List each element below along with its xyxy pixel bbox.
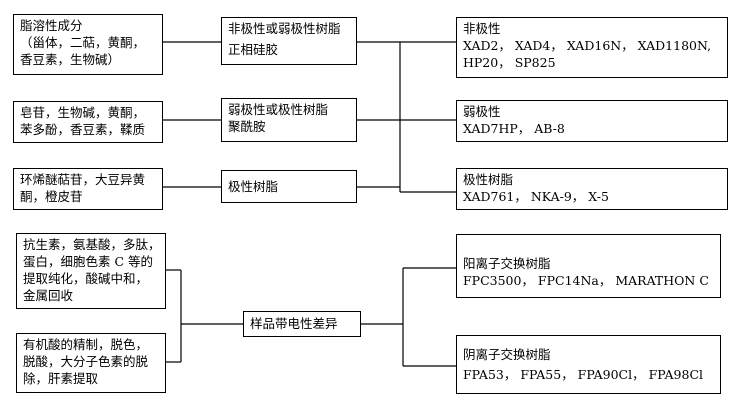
- source-box-saponins: 皂苷，生物碱，黄酮， 苯多酚，香豆素，鞣质: [13, 101, 163, 143]
- method-box-polar-resin: 极性树脂: [221, 170, 357, 203]
- resin-category: 非极性: [463, 21, 501, 36]
- method-text: 非极性或弱极性树脂: [228, 21, 341, 36]
- resin-box-weakpolar: 弱极性 XAD7HP， AB-8: [456, 100, 728, 142]
- method-box-charge-difference: 样品带电性差异: [243, 311, 361, 337]
- source-text: 提取纯化，酸碱中和，: [23, 271, 149, 286]
- resin-box-nonpolar: 非极性 XAD2， XAD4， XAD16N， XAD1180N, HP20， …: [456, 17, 728, 78]
- source-box-lipophilic: 脂溶性成分 （甾体，二萜，黄酮， 香豆素，生物碱）: [13, 14, 163, 75]
- source-text: （甾体，二萜，黄酮，: [20, 35, 146, 50]
- source-text: 环烯醚萜苷，大豆异黄: [20, 172, 146, 187]
- source-text: 香豆素，生物碱）: [20, 52, 121, 67]
- resin-products: HP20， SP825: [463, 55, 556, 70]
- method-text: 样品带电性差异: [250, 316, 338, 331]
- method-text: 聚酰胺: [228, 119, 266, 134]
- source-text: 脂溶性成分: [20, 18, 83, 33]
- resin-box-anion-exchange: 阴离子交换树脂 FPA53， FPA55， FPA90Cl， FPA98Cl: [456, 335, 721, 394]
- source-text: 除，肝素提取: [23, 371, 99, 386]
- resin-category: 阴离子交换树脂: [463, 347, 551, 362]
- source-text: 脱酸，大分子色素的脱: [23, 354, 149, 369]
- source-text: 皂苷，生物碱，黄酮，: [20, 105, 146, 120]
- method-box-weakpolar-resin: 弱极性或极性树脂 聚酰胺: [221, 98, 357, 142]
- resin-box-cation-exchange: 阳离子交换树脂 FPC3500， FPC14Na， MARATHON C: [456, 234, 721, 298]
- resin-products: FPA53， FPA55， FPA90Cl， FPA98Cl: [463, 367, 704, 382]
- method-box-nonpolar-resin: 非极性或弱极性树脂 正相硅胶: [221, 17, 357, 65]
- source-box-iridoid-glycosides: 环烯醚萜苷，大豆异黄 酮，橙皮苷: [13, 168, 163, 210]
- resin-category: 极性树脂: [463, 172, 514, 187]
- resin-box-polar: 极性树脂 XAD761， NKA-9， X-5: [456, 168, 728, 210]
- source-text: 有机酸的精制，脱色，: [23, 337, 149, 352]
- source-text: 酮，橙皮苷: [20, 189, 83, 204]
- resin-products: FPC3500， FPC14Na， MARATHON C: [463, 273, 709, 288]
- source-text: 蛋白，细胞色素 C 等的: [23, 254, 154, 269]
- method-text: 弱极性或极性树脂: [228, 102, 329, 117]
- resin-category: 阳离子交换树脂: [463, 256, 551, 271]
- method-text: 正相硅胶: [228, 42, 279, 57]
- source-box-antibiotics: 抗生素，氨基酸，多肽， 蛋白，细胞色素 C 等的 提取纯化，酸碱中和， 金属回收: [16, 233, 166, 309]
- method-text: 极性树脂: [228, 179, 279, 194]
- resin-category: 弱极性: [463, 104, 501, 119]
- source-text: 苯多酚，香豆素，鞣质: [20, 122, 146, 137]
- resin-products: XAD7HP， AB-8: [463, 121, 565, 136]
- source-text: 金属回收: [23, 288, 74, 303]
- source-box-organic-acids: 有机酸的精制，脱色， 脱酸，大分子色素的脱 除，肝素提取: [16, 333, 166, 393]
- source-text: 抗生素，氨基酸，多肽，: [23, 237, 161, 252]
- resin-products: XAD761， NKA-9， X-5: [463, 189, 609, 204]
- resin-products: XAD2， XAD4， XAD16N， XAD1180N,: [463, 38, 712, 53]
